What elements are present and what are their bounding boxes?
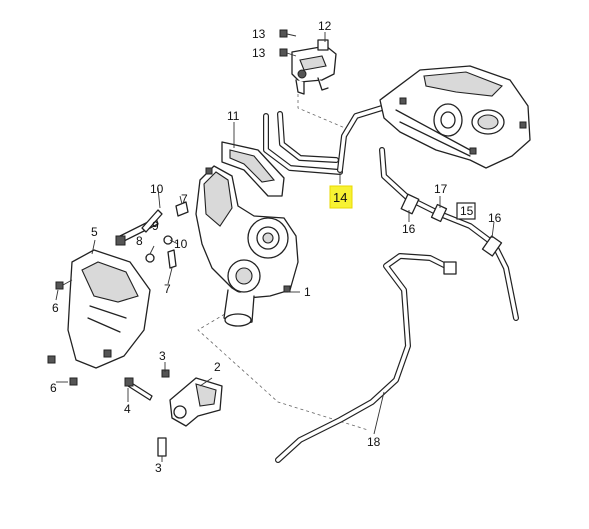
turbo-heat-shield-part-5[interactable] bbox=[67, 249, 151, 369]
bolt-part-13-upper[interactable] bbox=[279, 29, 297, 38]
breather-hose-part-15[interactable] bbox=[379, 147, 519, 321]
bolt-part-10[interactable] bbox=[141, 209, 173, 245]
label-17: 17 bbox=[434, 182, 448, 196]
label-13-upper: 13 bbox=[252, 27, 266, 41]
turbocharger-part-1[interactable] bbox=[195, 165, 299, 327]
highlight-box-14 bbox=[329, 185, 353, 209]
label-3-upper: 3 bbox=[159, 349, 166, 363]
label-4: 4 bbox=[124, 402, 131, 416]
label-15: 15 bbox=[460, 204, 474, 218]
label-14[interactable]: 14 bbox=[333, 190, 347, 205]
label-3-lower: 3 bbox=[155, 461, 162, 475]
hose-connector-part-17[interactable] bbox=[430, 203, 448, 223]
label-6-lower: 6 bbox=[50, 381, 57, 395]
label-16-right: 16 bbox=[488, 211, 502, 225]
hose-clip-part-16-right[interactable] bbox=[481, 235, 503, 257]
bolt-part-3[interactable] bbox=[157, 369, 170, 457]
label-12: 12 bbox=[318, 19, 332, 33]
solenoid-valve-part-12[interactable] bbox=[291, 39, 337, 95]
label-7-upper: 7 bbox=[181, 192, 188, 206]
label-2: 2 bbox=[214, 360, 221, 374]
label-8: 8 bbox=[136, 234, 143, 248]
label-6-upper: 6 bbox=[52, 301, 59, 315]
bolt-part-6-lower[interactable] bbox=[47, 355, 78, 386]
vacuum-hose-part-14[interactable] bbox=[337, 105, 385, 173]
bolt-part-13-lower[interactable] bbox=[279, 48, 297, 57]
label-1: 1 bbox=[304, 285, 311, 299]
heat-shield-part-11[interactable] bbox=[221, 141, 285, 197]
label-9: 9 bbox=[152, 219, 159, 233]
label-10-lower: 10 bbox=[174, 237, 188, 251]
label-7-lower: 7 bbox=[164, 282, 171, 296]
bolt-part-4[interactable] bbox=[124, 377, 153, 401]
washer-part-9[interactable] bbox=[145, 253, 155, 263]
hose-part-18[interactable] bbox=[275, 253, 457, 463]
label-13-lower: 13 bbox=[252, 46, 266, 60]
label-18: 18 bbox=[367, 435, 381, 449]
bolt-part-6-upper[interactable] bbox=[55, 279, 73, 290]
hose-clip-part-16-left[interactable] bbox=[400, 193, 420, 215]
part-labels: 13 13 12 11 14 10 7 9 8 10 7 5 6 6 1 2 3… bbox=[50, 19, 502, 475]
bolt-part-7[interactable] bbox=[167, 201, 189, 269]
label-5: 5 bbox=[91, 225, 98, 239]
intake-manifold[interactable] bbox=[379, 65, 531, 169]
label-11: 11 bbox=[227, 109, 240, 123]
leader-lines bbox=[55, 32, 495, 462]
label-16-left: 16 bbox=[402, 222, 416, 236]
bracket-part-2[interactable] bbox=[169, 377, 223, 427]
coolant-pipes-part-11[interactable] bbox=[263, 111, 343, 175]
label-10-upper: 10 bbox=[150, 182, 164, 196]
box-15 bbox=[456, 202, 476, 220]
